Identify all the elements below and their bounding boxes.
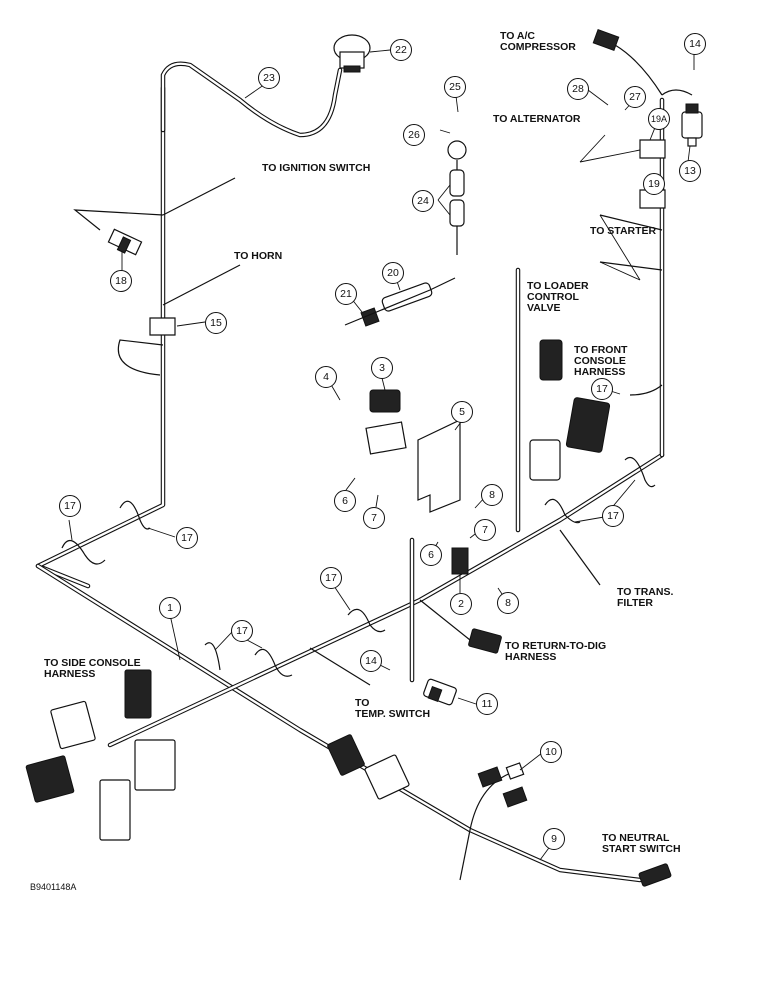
callout-23: 23: [258, 67, 280, 89]
callout-5: 5: [451, 401, 473, 423]
callout-19a: 19A: [648, 108, 670, 130]
neutral-start-connector: [638, 863, 672, 887]
callout-25: 25: [444, 76, 466, 98]
callout-8-lower: 8: [497, 592, 519, 614]
callout-3: 3: [371, 357, 393, 379]
callout-20: 20: [382, 262, 404, 284]
sensor-13: [681, 103, 703, 147]
callout-1: 1: [159, 597, 181, 619]
callout-14: 14: [684, 33, 706, 55]
temp-switch-11: [423, 678, 457, 706]
callout-7-upper: 7: [363, 507, 385, 529]
callout-6-lower: 6: [420, 544, 442, 566]
label-trans-filter: TO TRANS. FILTER: [617, 586, 674, 609]
callout-26: 26: [403, 124, 425, 146]
callout-17-front: 17: [591, 378, 613, 400]
callout-17-left-clip: 17: [176, 527, 198, 549]
label-loader-valve: TO LOADER CONTROL VALVE: [527, 280, 589, 314]
diode-2: [451, 547, 469, 575]
connector-10: [477, 762, 528, 808]
callout-9: 9: [543, 828, 565, 850]
label-horn: TO HORN: [234, 250, 283, 262]
callout-11: 11: [476, 693, 498, 715]
callout-21: 21: [335, 283, 357, 305]
spring-24: [447, 140, 467, 255]
front-console-connectors: [529, 339, 611, 481]
bracket-5: [417, 419, 461, 513]
callout-14-lower: 14: [360, 650, 382, 672]
sender-18: [107, 228, 143, 256]
label-front-console: TO FRONT CONSOLE HARNESS: [574, 344, 628, 378]
side-console-connectors: [25, 669, 176, 841]
callout-8-upper: 8: [481, 484, 503, 506]
mid-trunk-connectors: [327, 734, 410, 800]
callout-6-upper: 6: [334, 490, 356, 512]
relay-base: [365, 421, 407, 455]
callout-2: 2: [450, 593, 472, 615]
callout-19: 19: [643, 173, 665, 195]
return-to-dig-connector: [468, 628, 502, 654]
label-side-console: TO SIDE CONSOLE HARNESS: [44, 657, 141, 680]
label-ac-compressor: TO A/C COMPRESSOR: [500, 30, 576, 53]
callout-13: 13: [679, 160, 701, 182]
figure-code: B9401148A: [30, 882, 77, 892]
callout-17-lower: 17: [231, 620, 253, 642]
callout-15: 15: [205, 312, 227, 334]
spring-20: [344, 277, 456, 327]
ac-connector: [592, 29, 620, 51]
main-harness-trunk: [35, 61, 665, 883]
label-ignition-switch: TO IGNITION SWITCH: [262, 162, 371, 174]
callout-18: 18: [110, 270, 132, 292]
callout-17-middle: 17: [320, 567, 342, 589]
callout-7-lower: 7: [474, 519, 496, 541]
callout-22: 22: [390, 39, 412, 61]
label-alternator: TO ALTERNATOR: [493, 113, 581, 125]
label-starter: TO STARTER: [590, 225, 657, 237]
relay-3: [369, 389, 401, 413]
callout-4: 4: [315, 366, 337, 388]
label-temp-switch: TO TEMP. SWITCH: [355, 697, 431, 720]
callout-17-left-upper: 17: [59, 495, 81, 517]
pressure-switch-22: [333, 34, 371, 73]
harness-clips: [61, 139, 666, 677]
label-neutral-start: TO NEUTRAL START SWITCH: [602, 832, 681, 855]
branch-wires: [73, 44, 693, 881]
callout-10: 10: [540, 741, 562, 763]
label-return-to-dig: TO RETURN-TO-DIG HARNESS: [505, 640, 607, 663]
callout-17-right: 17: [602, 505, 624, 527]
callout-27: 27: [624, 86, 646, 108]
callout-28: 28: [567, 78, 589, 100]
callout-24: 24: [412, 190, 434, 212]
